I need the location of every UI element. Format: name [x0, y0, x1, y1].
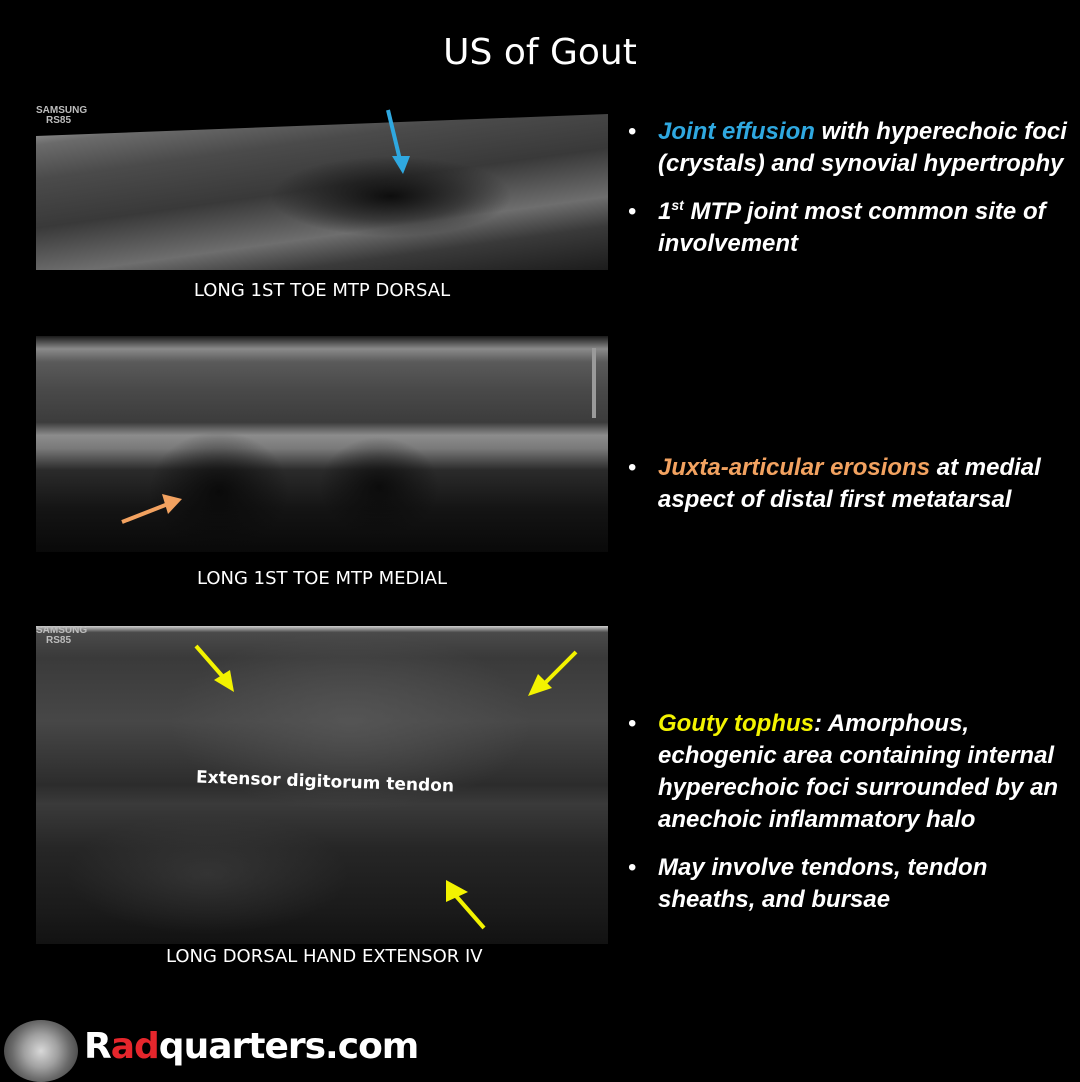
orange-arrow-head [162, 494, 182, 514]
bullet-item: • Joint effusion with hyperechoic foci (… [628, 116, 1068, 180]
bullet-highlight: Gouty tophus [658, 710, 814, 737]
bullet-item: • Gouty tophus: Amorphous, echogenic are… [628, 708, 1068, 836]
bullet-text: with hyperechoic foci (crystals) and syn… [658, 118, 1067, 177]
scanner-model: RS85 [46, 635, 72, 646]
brand-suffix: quarters.com [158, 1026, 420, 1067]
image-overlay [36, 106, 608, 174]
sector-mask [36, 106, 608, 136]
bullet-text: at medial aspect of distal first metatar… [658, 454, 1041, 513]
scanner-model: RS85 [46, 115, 72, 126]
bullet-item: • 1st MTP joint most common site of invo… [628, 196, 1068, 260]
ultrasound-image-mtp-medial [36, 336, 608, 552]
scanner-brand-label: SAMSUNG RS85 [36, 106, 87, 126]
radquarters-logo-icon [4, 1020, 78, 1082]
bullet-dot: • [628, 710, 637, 737]
brand-prefix: R [84, 1026, 112, 1067]
bullet-dot: • [628, 198, 637, 225]
bullet-text: MTP joint most common site of involvemen… [658, 198, 1046, 257]
image-caption-1: LONG 1ST TOE MTP DORSAL [193, 280, 451, 301]
scanner-brand: SAMSUNG [36, 105, 88, 116]
bullet-item: • May involve tendons, tendon sheaths, a… [628, 852, 1068, 916]
image-caption-3: LONG DORSAL HAND EXTENSOR IV [166, 946, 483, 967]
bullet-item: • Juxta-articular erosions at medial asp… [628, 452, 1068, 516]
brand-highlight: ad [110, 1026, 160, 1067]
orange-arrow-shaft [121, 502, 169, 524]
bullet-group-erosions: • Juxta-articular erosions at medial asp… [628, 452, 1068, 532]
blue-arrow-head [392, 156, 410, 174]
footer-brand: Radquarters.com [0, 1018, 420, 1082]
scanner-brand: SAMSUNG [36, 625, 88, 636]
image-overlay [194, 644, 578, 930]
bullet-lead: 1 [658, 198, 672, 225]
bullet-group-tophus: • Gouty tophus: Amorphous, echogenic are… [628, 708, 1068, 932]
bullet-text: May involve tendons, tendon sheaths, and… [658, 854, 988, 913]
slide-title: US of Gout [443, 32, 637, 73]
grayscale-bar [592, 348, 596, 418]
blue-arrow-shaft [386, 109, 403, 165]
ultrasound-image-hand-extensor [36, 626, 608, 944]
yellow-arrow-shaft-1 [194, 644, 226, 680]
bullet-text: : Amorphous, echogenic area containing i… [658, 710, 1059, 833]
bullet-group-effusion: • Joint effusion with hyperechoic foci (… [628, 116, 1068, 276]
bullet-dot: • [628, 118, 637, 145]
image-caption-2: LONG 1ST TOE MTP MEDIAL [196, 568, 448, 589]
ultrasound-image-mtp-dorsal [36, 106, 608, 270]
yellow-arrow-shaft-2 [542, 650, 578, 686]
bullet-superscript: st [671, 197, 684, 213]
footer-brand-link[interactable]: Radquarters.com [84, 1026, 420, 1067]
image-overlay [121, 348, 596, 524]
yellow-arrow-head-1 [214, 670, 234, 692]
scanner-brand-label: SAMSUNG RS85 [36, 626, 87, 646]
yellow-arrow-shaft-3 [454, 894, 486, 930]
yellow-arrow-head-3 [446, 880, 468, 902]
bullet-highlight: Joint effusion [658, 118, 815, 145]
bullet-dot: • [628, 854, 637, 881]
bullet-dot: • [628, 454, 637, 481]
yellow-arrow-head-2 [528, 674, 552, 696]
bullet-highlight: Juxta-articular erosions [658, 454, 931, 481]
